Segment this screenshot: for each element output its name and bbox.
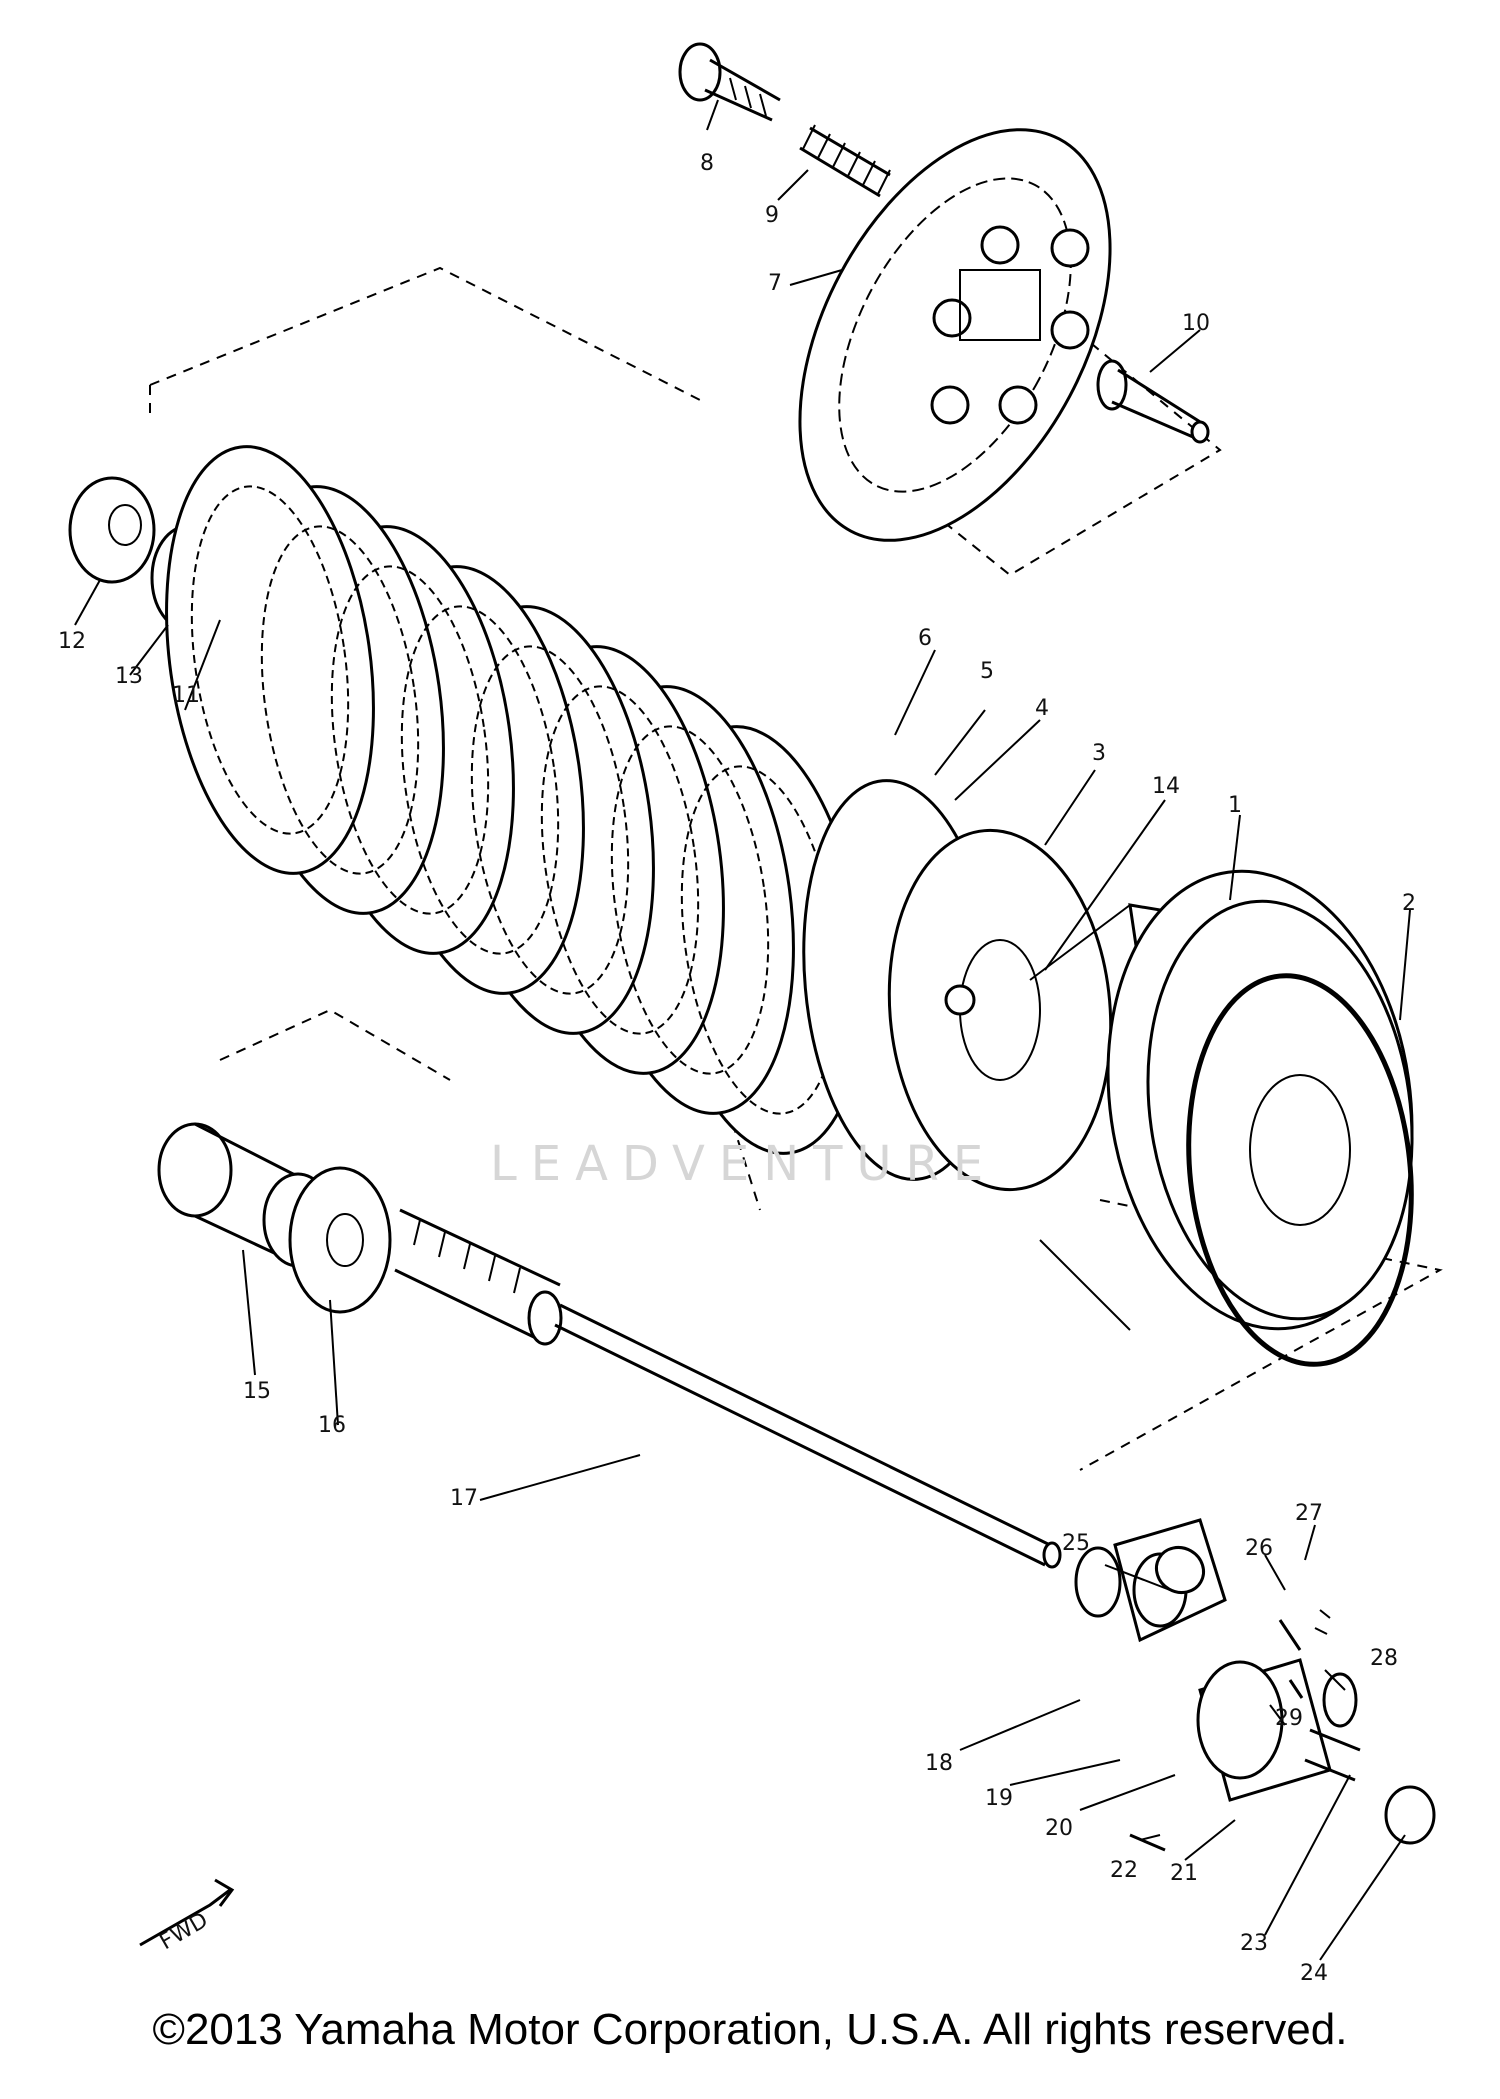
push-rod-spline: [394, 1208, 563, 1346]
callout-28: 28: [1370, 1646, 1398, 1671]
callout-5: 5: [980, 659, 994, 684]
callout-23: 23: [1240, 1931, 1268, 1956]
callout-3: 3: [1092, 741, 1106, 766]
thrust-plate: [288, 1166, 392, 1314]
callout-20: 20: [1045, 1816, 1073, 1841]
callout-11: 11: [172, 683, 200, 708]
callout-26: 26: [1245, 1536, 1273, 1561]
callout-4: 4: [1035, 696, 1049, 721]
callout-19: 19: [985, 1786, 1013, 1811]
lock-nut: [68, 476, 156, 584]
callout-21: 21: [1170, 1861, 1198, 1886]
callout-8: 8: [700, 151, 714, 176]
push-lever-assembly: [1074, 1518, 1436, 1852]
callout-15: 15: [243, 1379, 271, 1404]
push-rod-long: [554, 1303, 1062, 1569]
callout-29: 29: [1275, 1706, 1303, 1731]
clutch-spring-bolt: [678, 42, 781, 122]
clutch-spring: [799, 124, 891, 198]
callout-17: 17: [450, 1486, 478, 1511]
clutch-plate-stack: [165, 445, 865, 1155]
callout-25: 25: [1062, 1531, 1090, 1556]
callout-7: 7: [768, 271, 782, 296]
fwd-label: FWD: [156, 1908, 213, 1955]
callout-10: 10: [1182, 311, 1210, 336]
callout-18: 18: [925, 1751, 953, 1776]
clutch-boss: [802, 779, 1113, 1192]
watermark: LEADVENTURE: [490, 1136, 997, 1192]
callout-24: 24: [1300, 1961, 1328, 1986]
callout-16: 16: [318, 1413, 346, 1438]
clutch-exploded-diagram: LEADVENTURE FWD 1 2 3 4 5 6 7 8 9 10 11 …: [58, 42, 1443, 1986]
callout-9: 9: [765, 203, 779, 228]
callout-13: 13: [115, 664, 143, 689]
callout-14: 14: [1152, 774, 1180, 799]
callout-6: 6: [918, 626, 932, 651]
callout-numbers: 1 2 3 4 5 6 7 8 9 10 11 12 13 14 15 16 1…: [58, 151, 1416, 1986]
callout-27: 27: [1295, 1501, 1323, 1526]
thrust-washer: [944, 984, 976, 1016]
clutch-housing: [1029, 869, 1414, 1331]
copyright-notice: ©2013 Yamaha Motor Corporation, U.S.A. A…: [152, 2005, 1348, 2054]
pressure-plate: [798, 128, 1112, 542]
callout-12: 12: [58, 629, 86, 654]
push-rod-short: [1096, 359, 1210, 444]
o-ring: [1186, 973, 1414, 1367]
callout-22: 22: [1110, 1858, 1138, 1883]
leader-lines: [74, 99, 1411, 1961]
forward-arrow: FWD: [139, 1878, 235, 1955]
callout-1: 1: [1228, 793, 1242, 818]
callout-2: 2: [1402, 891, 1416, 916]
